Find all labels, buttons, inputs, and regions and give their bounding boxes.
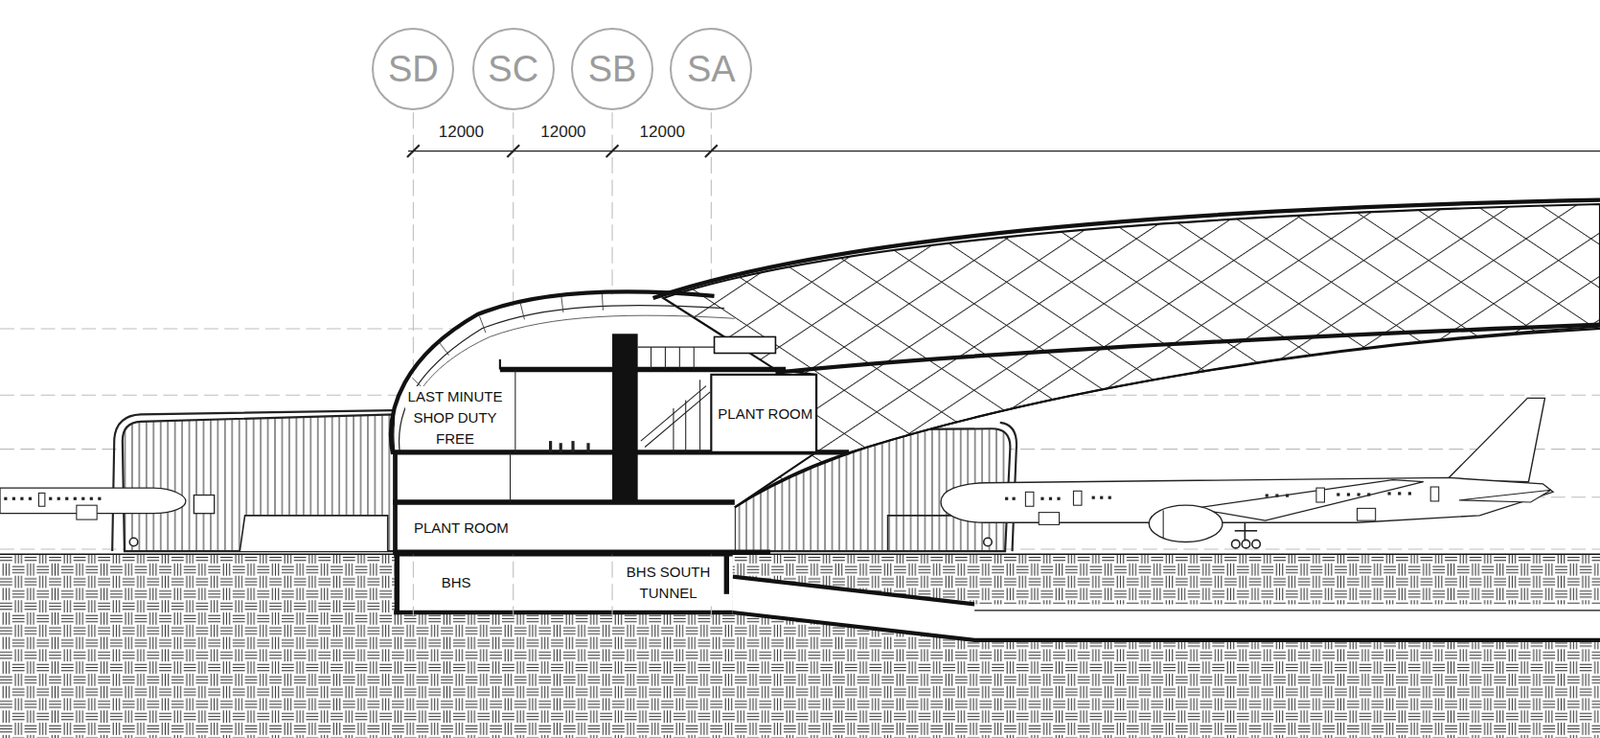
grid-label: SD	[388, 50, 439, 88]
room-label-area: BHS SOUTH TUNNEL	[623, 561, 714, 604]
grid-label: SB	[588, 50, 638, 88]
dimension-text: 12000	[538, 123, 588, 140]
room-label-area: PLANT ROOM	[714, 403, 816, 425]
room-label-area: BHS	[438, 571, 475, 594]
room-name: BHS	[438, 571, 475, 594]
room-name: PLANT ROOM	[411, 517, 512, 539]
dimension-text: 12000	[436, 123, 486, 140]
room-label-area: PLANT ROOM	[411, 517, 512, 539]
dimension-text: 12000	[638, 123, 687, 140]
grid-bubble: SC	[472, 27, 555, 111]
grid-label: SA	[686, 50, 736, 88]
grid-label: SC	[487, 50, 539, 88]
grid-bubble: SB	[571, 27, 654, 111]
grid-bubble: SA	[669, 27, 753, 111]
room-label-area: LAST MINUTE SHOP DUTY FREE	[405, 386, 505, 450]
room-name: LAST MINUTE SHOP DUTY FREE	[405, 386, 505, 450]
grid-bubble: SD	[371, 27, 455, 111]
room-name: PLANT ROOM	[714, 403, 816, 425]
room-name: BHS SOUTH TUNNEL	[623, 561, 714, 604]
